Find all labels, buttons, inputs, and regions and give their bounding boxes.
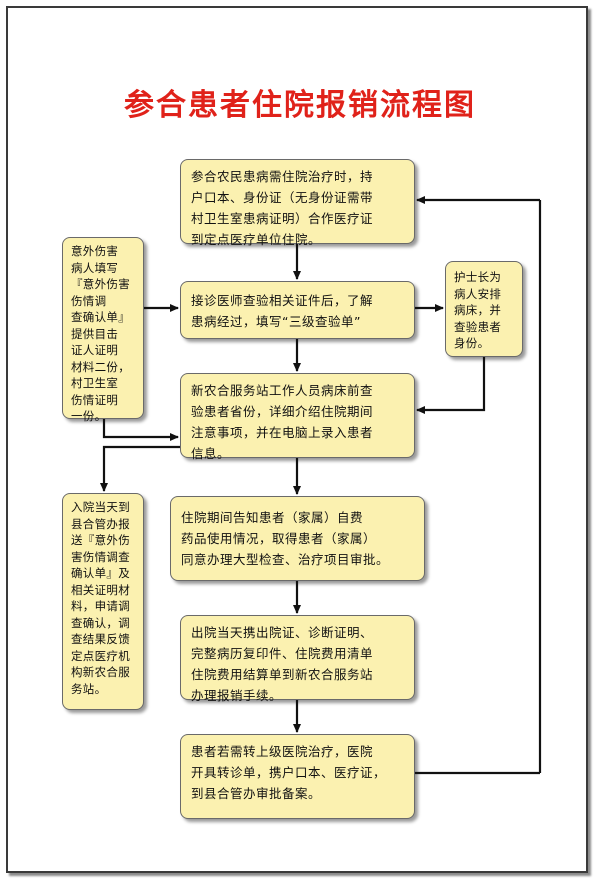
page-title: 参合患者住院报销流程图 xyxy=(124,88,476,123)
arrow-note-to-step3 xyxy=(102,419,179,441)
step-referral: 患者若需转上级医院治疗，医院 开具转诊单，携户口本、医疗证， 到县合管办审批备案… xyxy=(180,734,415,819)
step-discharge-reimbursement: 出院当天携出院证、诊断证明、 完整病历复印件、住院费用清单 住院费用结算单到新农… xyxy=(180,615,415,703)
arrow-nurse-to-step3 xyxy=(416,357,486,414)
step-doctor-check: 接诊医师查验相关证件后，了解 患病经过，填写“三级查验单” xyxy=(180,281,415,339)
step-inform-self-paid: 住院期间告知患者（家属）自费 药品使用情况，取得患者（家属） 同意办理大型检查、… xyxy=(170,496,425,581)
step-service-station-registration: 新农合服务站工作人员病床前查 验患者省份，详细介绍住院期间 注意事项，并在电脑上… xyxy=(180,373,415,461)
note-injury-form: 意外伤害 病人填写 『意外伤害伤情调 查确认单』 提供目击 证人证明 材料二份，… xyxy=(62,237,144,423)
note-county-report: 入院当天到 县合管办报 送『意外伤 害伤情调查 确认单』及 相关证明材 料，申请… xyxy=(62,493,144,710)
step-admission: 参合农民患病需住院治疗时，持 户口本、身份证（无身份证需带 村卫生室患病证明）合… xyxy=(180,159,415,247)
arrow-step3-to-county-note xyxy=(100,445,180,492)
poster-border xyxy=(6,6,588,873)
note-head-nurse: 护士长为 病人安排 病床，并 查验患者 身份。 xyxy=(445,261,523,357)
